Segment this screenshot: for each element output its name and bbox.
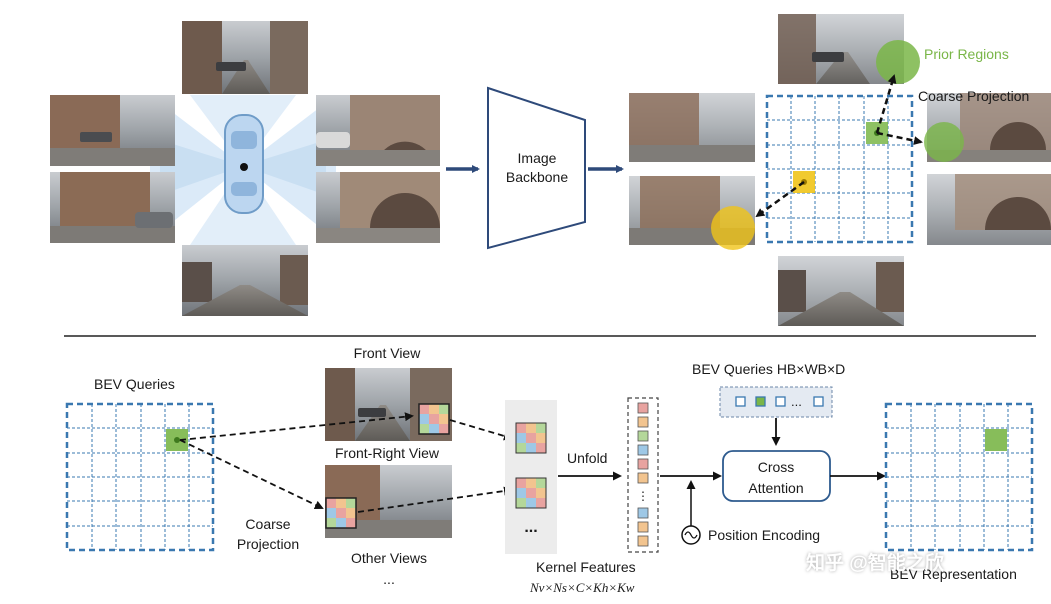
camera-image-front-left bbox=[50, 95, 175, 166]
position-encoding-label: Position Encoding bbox=[708, 527, 821, 543]
unfold-label: Unfold bbox=[567, 450, 608, 466]
kernel-features-label: Kernel Features bbox=[536, 559, 636, 575]
bev-grid-top bbox=[765, 94, 914, 244]
other-views-ellipsis: ... bbox=[383, 571, 395, 587]
ego-car-icon bbox=[224, 114, 264, 214]
feature-image-back-right bbox=[927, 174, 1051, 245]
feature-image-back bbox=[778, 256, 904, 326]
kernel-ellipsis: ... bbox=[524, 519, 538, 536]
unfolded-tokens bbox=[637, 402, 649, 547]
camera-image-front-right bbox=[316, 95, 440, 166]
kernel-features-formula: Nv×Ns×C×Kh×Kw bbox=[530, 580, 635, 595]
kernel-patch-front-right bbox=[325, 497, 357, 529]
backbone-label-line2: Backbone bbox=[505, 169, 569, 185]
prior-region-blob bbox=[876, 40, 920, 84]
cross-attention-label-line1: Cross bbox=[757, 459, 795, 475]
camera-image-back-right bbox=[316, 172, 440, 243]
kernel-block-2 bbox=[515, 477, 547, 509]
bev-representation-label: BEV Representation bbox=[890, 566, 1017, 582]
coarse-projection-label-line1: Coarse bbox=[245, 516, 291, 532]
front-view-label: Front View bbox=[353, 345, 421, 361]
kernel-block-1 bbox=[515, 422, 547, 454]
image-backbone-block bbox=[487, 86, 586, 250]
unfolded-token-column bbox=[627, 397, 659, 553]
prior-regions-label: Prior Regions bbox=[924, 46, 1009, 62]
camera-image-front bbox=[182, 21, 308, 94]
prior-region-blob bbox=[711, 206, 755, 250]
coarse-projection-label-line2: Projection bbox=[236, 536, 300, 552]
backbone-label-line1: Image bbox=[517, 150, 557, 166]
query-tokens-ellipsis: ... bbox=[791, 394, 802, 409]
camera-image-back bbox=[182, 245, 308, 316]
bev-queries-dims-label: BEV Queries HB×WB×D bbox=[692, 361, 846, 377]
feature-image-front-left bbox=[629, 93, 755, 162]
prior-region-blob bbox=[924, 122, 964, 162]
coarse-projection-label-top: Coarse Projection bbox=[918, 88, 1030, 104]
front-right-view-label: Front-Right View bbox=[334, 445, 440, 461]
bev-queries-grid bbox=[65, 402, 215, 552]
bev-representation-grid bbox=[884, 402, 1034, 552]
other-views-label: Other Views bbox=[351, 550, 427, 566]
bev-queries-label: BEV Queries bbox=[94, 376, 175, 392]
watermark: 知乎 @智能之欣 bbox=[806, 553, 944, 574]
unfolded-token-ellipsis: ⋮ bbox=[637, 489, 649, 503]
kernel-patch-front bbox=[418, 403, 450, 435]
cross-attention-label-line2: Attention bbox=[748, 480, 804, 496]
camera-image-back-left bbox=[50, 172, 175, 243]
